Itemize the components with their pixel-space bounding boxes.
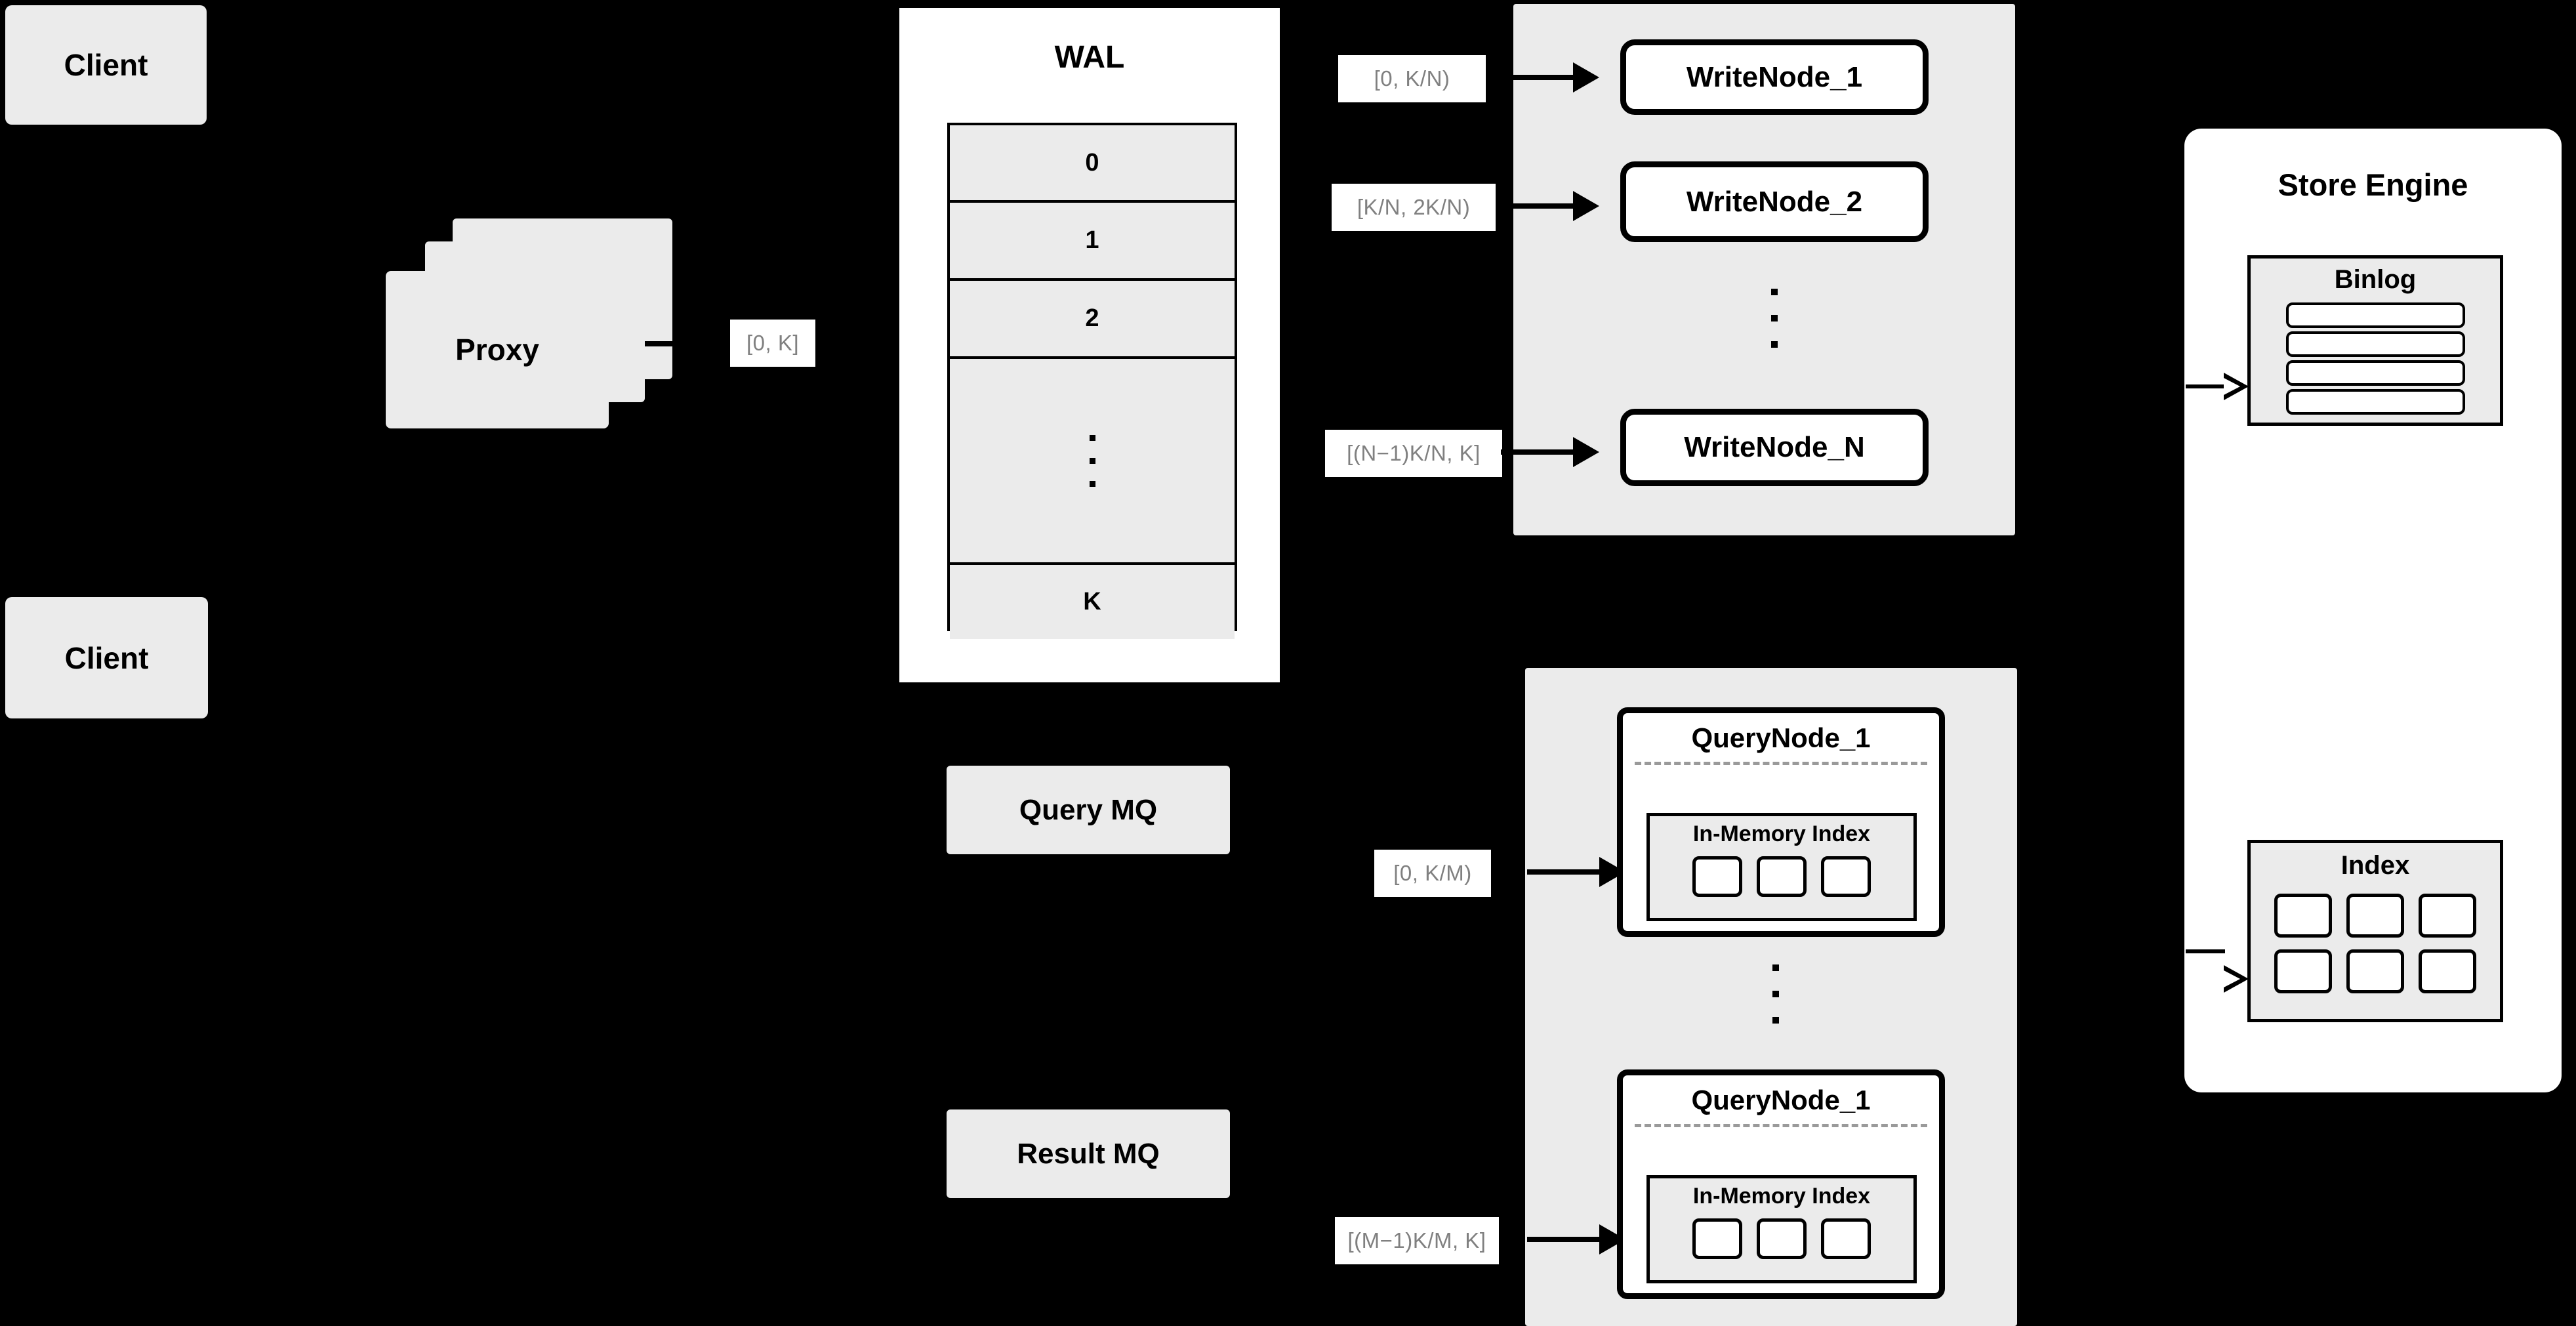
wal-entry-list: 0 1 2 K [947, 123, 1237, 639]
proxy-label: Proxy [455, 333, 539, 367]
wal-panel: WAL 0 1 2 K [895, 4, 1284, 686]
in-memory-index-box-1: In-Memory Index [1646, 813, 1917, 921]
write-node-ellipsis [1765, 272, 1784, 364]
ellipsis-dot [1089, 457, 1095, 464]
write-node-arrow-head-1 [1573, 62, 1599, 93]
proxy-connector [645, 341, 672, 346]
store-index-cell[interactable] [2419, 894, 2476, 938]
binlog-arrow-line [2186, 384, 2225, 388]
client-label: Client [64, 640, 149, 675]
ellipsis-dot [1772, 1017, 1779, 1024]
wal-title: WAL [1054, 40, 1125, 75]
store-index-cell[interactable] [2274, 894, 2332, 938]
store-engine-panel: Store Engine Binlog Index [2184, 129, 2562, 1092]
write-node-range-label-1: [0, K/N) [1338, 55, 1486, 102]
store-engine-title: Store Engine [2278, 167, 2468, 202]
store-index-arrow-line [2186, 949, 2225, 953]
client-box-2[interactable]: Client [5, 597, 208, 718]
query-node-range-label-2: [(M−1)K/M, K] [1335, 1217, 1499, 1264]
write-node-arrow-head-2 [1573, 191, 1599, 221]
query-node-label: QueryNode_1 [1691, 722, 1871, 753]
ellipsis-dot [1089, 434, 1095, 441]
write-node-label: WriteNode_2 [1686, 185, 1863, 218]
query-node-divider [1635, 1124, 1927, 1127]
store-index-box: Index [2247, 840, 2503, 1022]
query-mq-label: Query MQ [1019, 793, 1158, 826]
query-node-label: QueryNode_1 [1691, 1085, 1871, 1115]
binlog-box: Binlog [2247, 255, 2503, 426]
ellipsis-dot [1771, 315, 1778, 321]
write-node-label: WriteNode_N [1684, 431, 1865, 463]
wal-entry[interactable]: 2 [950, 281, 1235, 359]
index-cell[interactable] [1757, 856, 1807, 897]
query-node-arrow-line-2 [1527, 1237, 1601, 1242]
index-cell[interactable] [1692, 1218, 1742, 1259]
query-node-divider [1635, 762, 1927, 765]
ellipsis-dot [1771, 341, 1778, 348]
client-label: Client [64, 48, 148, 82]
wal-entry[interactable]: 0 [950, 125, 1235, 203]
write-node-range-label-2: [K/N, 2K/N) [1332, 184, 1496, 231]
write-node-arrow-line-1 [1501, 75, 1574, 80]
write-node-label: WriteNode_1 [1686, 60, 1863, 93]
write-node-n[interactable]: WriteNode_N [1620, 409, 1929, 486]
store-index-title: Index [2341, 851, 2410, 880]
in-memory-index-title: In-Memory Index [1692, 821, 1871, 846]
index-cell[interactable] [1821, 1218, 1871, 1259]
query-node-2[interactable]: QueryNode_1 In-Memory Index [1617, 1069, 1945, 1299]
query-node-1[interactable]: QueryNode_1 In-Memory Index [1617, 707, 1945, 937]
query-node-ellipsis [1766, 945, 1786, 1043]
write-node-2[interactable]: WriteNode_2 [1620, 161, 1929, 242]
binlog-row[interactable] [2285, 389, 2465, 415]
store-index-cell[interactable] [2346, 949, 2404, 993]
proxy-box[interactable]: Proxy [386, 271, 609, 428]
index-cell[interactable] [1757, 1218, 1807, 1259]
write-node-arrow-line-n [1501, 449, 1574, 455]
store-index-cell[interactable] [2274, 949, 2332, 993]
wal-entry-ellipsis [950, 359, 1235, 565]
binlog-row[interactable] [2285, 331, 2465, 357]
ellipsis-dot [1771, 289, 1778, 295]
index-cell[interactable] [1821, 856, 1871, 897]
index-cell[interactable] [1692, 856, 1742, 897]
write-node-arrow-head-n [1573, 437, 1599, 467]
result-mq-label: Result MQ [1017, 1137, 1160, 1170]
binlog-arrow-head [2224, 373, 2249, 400]
ellipsis-dot [1089, 480, 1095, 487]
write-node-1[interactable]: WriteNode_1 [1620, 39, 1929, 115]
ellipsis-dot [1772, 964, 1779, 971]
in-memory-index-title: In-Memory Index [1692, 1184, 1871, 1209]
store-index-cell[interactable] [2346, 894, 2404, 938]
binlog-row[interactable] [2285, 302, 2465, 328]
client-box-1[interactable]: Client [5, 5, 207, 125]
query-node-arrow-line-1 [1527, 869, 1601, 875]
query-mq-box[interactable]: Query MQ [947, 766, 1230, 854]
result-mq-box[interactable]: Result MQ [947, 1109, 1230, 1198]
store-index-cell[interactable] [2419, 949, 2476, 993]
proxy-range-label: [0, K] [730, 320, 815, 367]
write-node-arrow-line-2 [1501, 203, 1574, 209]
write-node-range-label-n: [(N−1)K/N, K] [1325, 430, 1502, 477]
binlog-row[interactable] [2285, 360, 2465, 386]
wal-entry[interactable]: 1 [950, 203, 1235, 281]
in-memory-index-box-2: In-Memory Index [1646, 1175, 1917, 1283]
query-node-range-label-1: [0, K/M) [1374, 850, 1491, 897]
store-index-arrow-head [2224, 965, 2249, 993]
wal-entry[interactable]: K [950, 565, 1235, 639]
binlog-title: Binlog [2334, 265, 2417, 294]
ellipsis-dot [1772, 991, 1779, 997]
